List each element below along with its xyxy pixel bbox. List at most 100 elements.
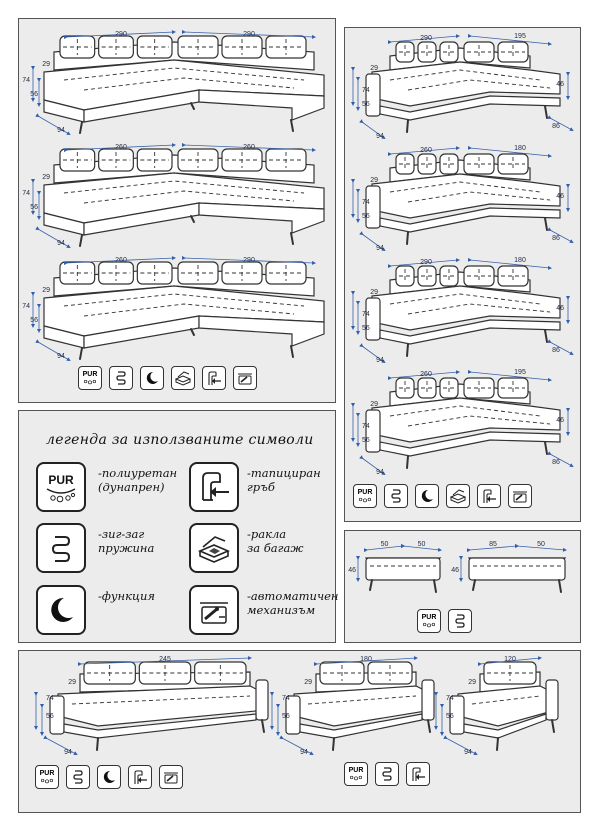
height-label: 74 [22, 303, 30, 310]
chaise-depth-label: 86 [552, 459, 560, 466]
seat-label: 29 [370, 65, 378, 72]
width-label: 180 [514, 145, 526, 152]
legend-label-function: -функция [98, 589, 156, 603]
width-label: 260 [420, 147, 432, 154]
height-label: 56 [362, 437, 370, 444]
zigzag-spring-icon [375, 762, 399, 786]
pur-label: PUR [82, 371, 98, 378]
width-label: 260 [115, 257, 127, 264]
zigzag-spring-icon [448, 609, 472, 633]
pur-label: PUR [348, 767, 364, 774]
sleep-function-icon [415, 484, 439, 508]
pouf-height-label: 46 [348, 567, 356, 574]
width-label: 260 [243, 144, 255, 151]
seat-label: 29 [468, 679, 476, 686]
chaise-height-label: 46 [556, 305, 564, 312]
svg-text:PUR: PUR [48, 473, 74, 487]
height-label: 56 [446, 713, 454, 720]
pur-foam-icon: PUR [417, 609, 441, 633]
depth-label: 94 [464, 749, 472, 756]
width-label: 260 [420, 371, 432, 378]
width-label: 290 [420, 259, 432, 266]
seat-label: 29 [68, 679, 76, 686]
height-label: 74 [46, 695, 54, 702]
pouf-width-label: 50 [381, 541, 389, 548]
seat-label: 29 [370, 289, 378, 296]
chaise-height-label: 46 [556, 193, 564, 200]
pur-label: PUR [357, 489, 373, 496]
icon-row-sofa-1: PUR [35, 765, 183, 789]
height-label: 74 [362, 311, 370, 318]
width-label: 195 [514, 369, 526, 376]
automatic-mechanism-icon [159, 765, 183, 789]
pouf-depth-label: 50 [537, 541, 545, 548]
upholstered-back-icon [128, 765, 152, 789]
upholstered-back-icon [406, 762, 430, 786]
pouf-height-label: 46 [451, 567, 459, 574]
depth-label: 94 [57, 240, 65, 247]
depth-label: 94 [57, 353, 65, 360]
width-label: 180 [514, 257, 526, 264]
seat-label: 29 [370, 177, 378, 184]
icon-row-corner-large: PUR [78, 366, 257, 390]
height-label: 74 [22, 190, 30, 197]
height-label: 74 [22, 77, 30, 84]
sleep-function-icon [140, 366, 164, 390]
pur-foam-icon: PUR [344, 762, 368, 786]
height-label: 56 [362, 213, 370, 220]
height-label: 56 [30, 317, 38, 324]
upholstered-back-icon [202, 366, 226, 390]
depth-label: 94 [57, 127, 65, 134]
width-label: 290 [420, 35, 432, 42]
zigzag-spring-icon [109, 366, 133, 390]
legend-label-pur: -полиуретан(дунапрен) [98, 466, 178, 494]
upholstered-back-icon [477, 484, 501, 508]
chaise-depth-label: 86 [552, 235, 560, 242]
automatic-mechanism-icon [233, 366, 257, 390]
zigzag-spring-icon [36, 523, 86, 573]
seat-label: 29 [42, 61, 50, 68]
height-label: 56 [46, 713, 54, 720]
seat-label: 29 [42, 287, 50, 294]
seat-label: 29 [304, 679, 312, 686]
height-label: 74 [362, 423, 370, 430]
upholstered-back-icon [189, 462, 239, 512]
automatic-mechanism-icon [508, 484, 532, 508]
width-label: 180 [360, 656, 372, 663]
chaise-depth-label: 86 [552, 347, 560, 354]
depth-label: 94 [376, 469, 384, 476]
automatic-mechanism-icon [189, 585, 239, 635]
depth-label: 94 [300, 749, 308, 756]
pur-label: PUR [421, 614, 437, 621]
seat-label: 29 [42, 174, 50, 181]
sleep-function-icon [97, 765, 121, 789]
storage-box-icon [189, 523, 239, 573]
pouf-width-label: 85 [489, 541, 497, 548]
pur-label: PUR [39, 770, 55, 777]
icon-row-corner-chaise: PUR [353, 484, 532, 508]
height-label: 56 [30, 91, 38, 98]
zigzag-spring-icon [384, 484, 408, 508]
depth-label: 94 [376, 133, 384, 140]
pur-foam-icon: PUR [353, 484, 377, 508]
height-label: 74 [362, 87, 370, 94]
width-label: 290 [243, 257, 255, 264]
depth-label: 94 [376, 245, 384, 252]
chaise-height-label: 46 [556, 81, 564, 88]
height-label: 56 [362, 325, 370, 332]
legend-title: легенда за използваните символи [46, 432, 314, 448]
zigzag-spring-icon [66, 765, 90, 789]
